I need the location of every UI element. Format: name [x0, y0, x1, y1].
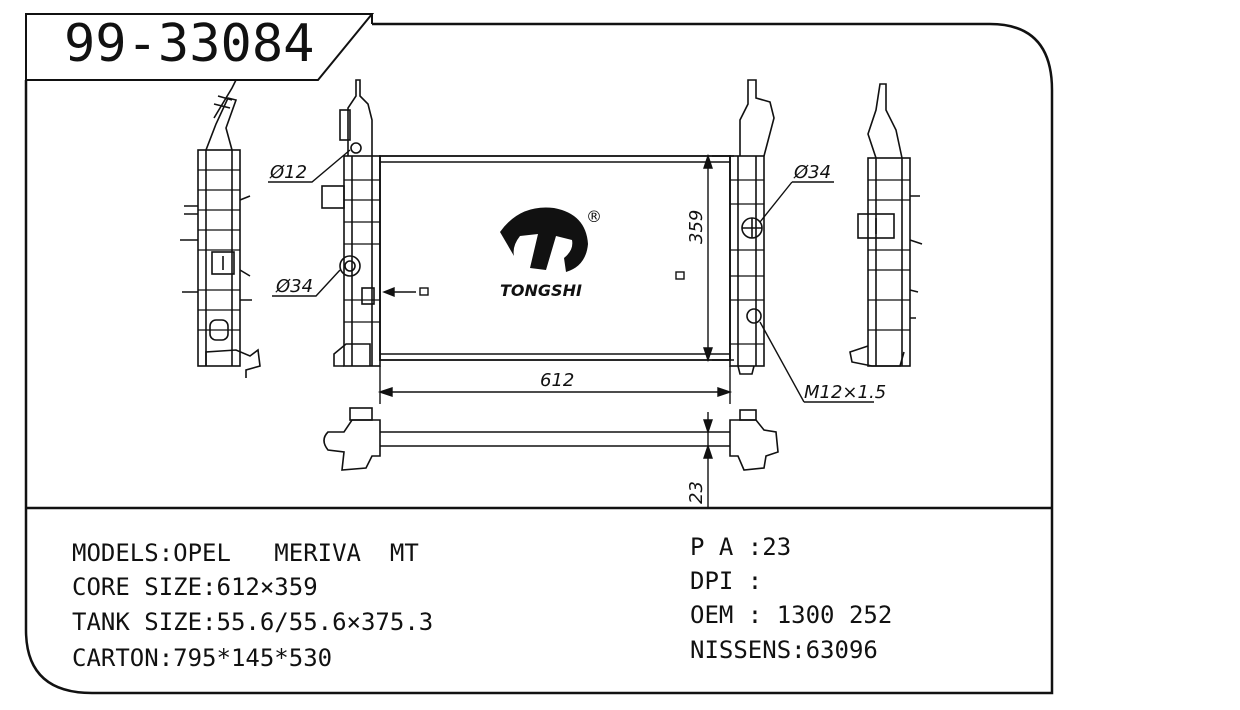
spec-models: MODELS:OPEL MERIVA MT — [72, 539, 419, 567]
spec-carton: CARTON:795*145*530 — [72, 644, 333, 672]
spec-nissens: NISSENS:63096 — [690, 636, 878, 664]
bottom-view — [323, 407, 779, 471]
dimension-lines — [268, 149, 874, 508]
registered-mark: ® — [586, 207, 602, 226]
tongshi-logo: ® TONGSHI — [500, 207, 602, 300]
dia-right-label: Ø34 — [793, 162, 831, 183]
brand-name: TONGSHI — [500, 281, 582, 300]
thread-label: M12×1.5 — [804, 382, 886, 403]
spec-core-size: CORE SIZE:612×359 — [72, 573, 318, 601]
dia-top-left-label: Ø12 — [269, 162, 307, 183]
sheet-border — [24, 22, 1054, 695]
front-left-tank — [321, 79, 381, 367]
spec-tank-size: TANK SIZE:55.6/55.6×375.3 — [72, 608, 434, 636]
spec-pa: P A :23 — [690, 533, 792, 561]
part-number: 99-33084 — [64, 14, 315, 74]
core-thickness-label: 23 — [686, 481, 707, 504]
core-height-label: 359 — [686, 210, 707, 244]
logo-emblem — [500, 207, 588, 272]
spec-dpi: DPI : — [690, 567, 763, 595]
spec-oem: OEM : 1300 252 — [690, 601, 893, 629]
right-tank-side-view — [849, 83, 923, 367]
front-right-tank — [729, 79, 775, 375]
dia-left-label: Ø34 — [275, 276, 313, 297]
radiator-core — [379, 155, 731, 361]
left-tank-side-view — [180, 79, 261, 378]
core-width-label: 612 — [540, 370, 574, 391]
